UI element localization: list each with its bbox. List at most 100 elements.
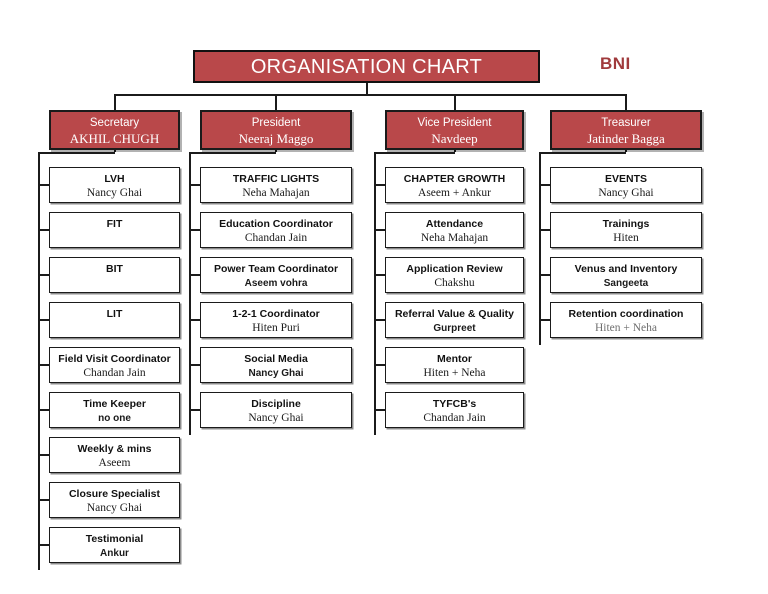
role-box[interactable]: LIT [49,302,180,338]
officer-person-label: AKHIL CHUGH [69,130,160,146]
branch-connector [539,229,550,231]
role-person-label: Neha Mahajan [420,232,489,244]
role-person-label: Nancy Ghai [598,187,654,199]
branch-connector [374,274,385,276]
officer-bus-connector [114,94,626,96]
role-title-label: Venus and Inventory [574,263,678,275]
role-person-label: Hiten Puri [252,322,300,334]
role-title-label: Discipline [251,398,301,410]
role-title-label: EVENTS [604,173,647,185]
branch-connector [374,319,385,321]
trunk-elbow-connector-president [189,152,276,154]
role-title-label: Attendance [425,218,484,230]
role-box[interactable]: LVH Nancy Ghai [49,167,180,203]
branch-connector [189,184,200,186]
role-person-label: Chandan Jain [83,367,146,379]
role-title-label: 1-2-1 Coordinator [232,308,320,320]
role-person-label: Hiten + Neha [594,322,658,334]
role-person-label: Nancy Ghai [86,187,143,199]
role-person-label: Neha Mahajan [242,187,310,199]
branch-connector [38,184,49,186]
role-title-label: Field Visit Coordinator [58,353,171,365]
role-title-label: Power Team Coordinator [213,263,339,275]
officer-person-label: Navdeep [431,130,478,146]
branch-connector [374,364,385,366]
role-person-label: Chakshu [434,277,475,289]
role-box[interactable]: Time Keeper no one [49,392,180,428]
branch-connector [38,274,49,276]
branch-connector [539,319,550,321]
role-person-label: Hiten + Neha [423,367,486,379]
officer-role-label: President [251,116,301,129]
branch-connector [374,184,385,186]
role-title-label: Testimonial [85,533,144,545]
role-title-label: CHAPTER GROWTH [403,173,506,185]
head-stem-connector-treasurer [625,150,627,152]
role-box[interactable]: EVENTS Nancy Ghai [550,167,702,203]
role-title-label: Referral Value & Quality [394,308,515,320]
branch-connector [38,409,49,411]
branch-connector [539,184,550,186]
role-person-label: Sangeeta [603,278,649,289]
role-person-label: Aseem + Ankur [418,187,491,199]
role-box[interactable]: BIT [49,257,180,293]
role-person-label: Nancy Ghai [248,368,304,379]
head-stem-connector-president [275,150,277,152]
branch-connector [189,229,200,231]
trunk-connector-treasurer [539,152,541,345]
role-title-label: Mentor [437,353,472,365]
role-person-label: no one [98,413,131,424]
role-person-label: Hiten [613,232,639,244]
role-title-label: Social Media [244,353,308,365]
branch-connector [38,544,49,546]
officer-person-label: Neeraj Maggo [238,130,314,146]
role-title-label: Time Keeper [83,398,146,410]
chart-title-text: ORGANISATION CHART [250,55,483,78]
role-box[interactable]: FIT [49,212,180,248]
role-person-label: Chandan Jain [244,232,308,244]
role-box[interactable]: TRAFFIC LIGHTS Neha Mahajan [200,167,352,203]
branch-connector [38,319,49,321]
role-person-label: Aseem vohra [244,278,308,289]
role-title-label: Education Coordinator [219,218,333,230]
trunk-connector-president [189,152,191,435]
head-drop-connector-secretary [113,94,116,110]
branch-connector [38,229,49,231]
head-drop-connector-vice-president [453,94,456,110]
role-box[interactable]: CHAPTER GROWTH Aseem + Ankur [385,167,524,203]
trunk-elbow-connector-treasurer [539,152,626,154]
head-drop-connector-president [275,94,277,110]
branch-connector [189,319,200,321]
head-drop-connector-treasurer [625,94,627,110]
role-title-label: Application Review [406,263,503,275]
chart-title-box: ORGANISATION CHART [193,50,540,83]
head-stem-connector-secretary [113,150,116,152]
branch-connector [38,454,49,456]
officer-role-label: Treasurer [601,116,651,129]
role-title-label: TRAFFIC LIGHTS [232,173,320,185]
role-title-label: LVH [104,173,125,185]
branch-connector [189,409,200,411]
